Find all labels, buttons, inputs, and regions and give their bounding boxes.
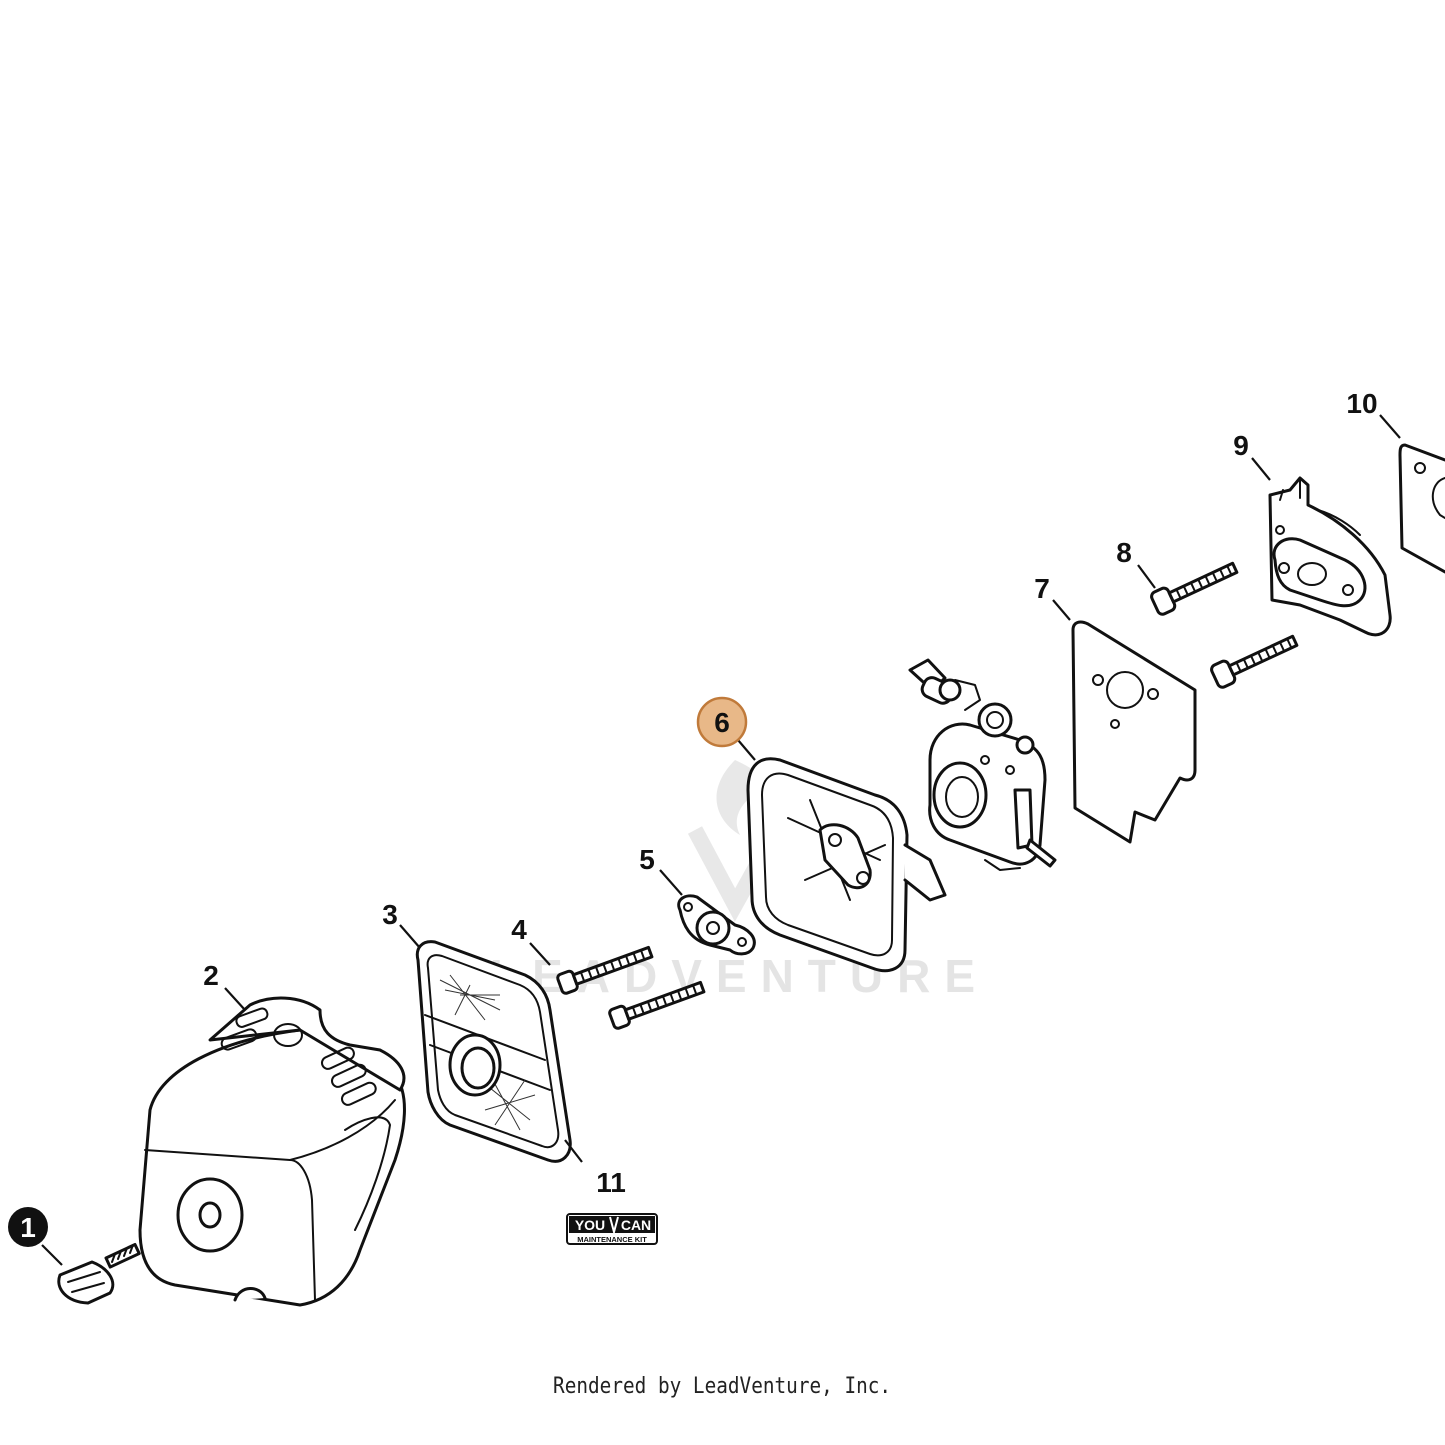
callout-6-highlighted[interactable]: 6	[696, 696, 748, 748]
part-10-gasket[interactable]	[1398, 443, 1445, 574]
callout-1[interactable]: 1	[8, 1207, 48, 1247]
callout-8[interactable]: 8	[1116, 537, 1132, 568]
footer-text: Rendered by LeadVenture, Inc.	[553, 1374, 892, 1399]
svg-text:6: 6	[714, 707, 730, 738]
callout-2[interactable]: 2	[203, 960, 219, 991]
render-credit-footer: Rendered by LeadVenture, Inc.	[0, 1374, 1445, 1399]
leader-lines	[41, 414, 1401, 1266]
part-1-knob-screw[interactable]	[57, 1242, 141, 1305]
svg-text:MAINTENANCE KIT: MAINTENANCE KIT	[577, 1235, 647, 1244]
svg-text:1: 1	[20, 1212, 36, 1243]
callout-5[interactable]: 5	[639, 844, 655, 875]
callout-10[interactable]: 10	[1346, 388, 1377, 419]
part-7-gasket[interactable]	[1071, 620, 1197, 844]
part-3-filter-element[interactable]	[415, 940, 572, 1163]
svg-text:CAN: CAN	[621, 1217, 651, 1233]
part-2-filter-cover[interactable]	[138, 996, 406, 1307]
callout-11[interactable]: 11	[596, 1167, 626, 1198]
carburetor	[908, 658, 1057, 871]
part-9-insulator[interactable]	[1268, 476, 1392, 637]
wrench-icon	[609, 1216, 619, 1236]
svg-text:YOU: YOU	[575, 1217, 605, 1233]
part-4-bolts[interactable]	[556, 943, 706, 1030]
you-can-maintenance-kit-badge: YOU CAN MAINTENANCE KIT	[566, 1213, 658, 1245]
part-5-bracket[interactable]	[677, 894, 756, 956]
callout-3[interactable]: 3	[382, 899, 398, 930]
callout-7[interactable]: 7	[1034, 573, 1050, 604]
callout-9[interactable]: 9	[1233, 430, 1249, 461]
part-6-filter-housing[interactable]	[746, 757, 947, 973]
callout-4[interactable]: 4	[511, 914, 527, 945]
part-8-bolts[interactable]	[1150, 557, 1300, 689]
filter-mesh	[439, 974, 536, 1131]
